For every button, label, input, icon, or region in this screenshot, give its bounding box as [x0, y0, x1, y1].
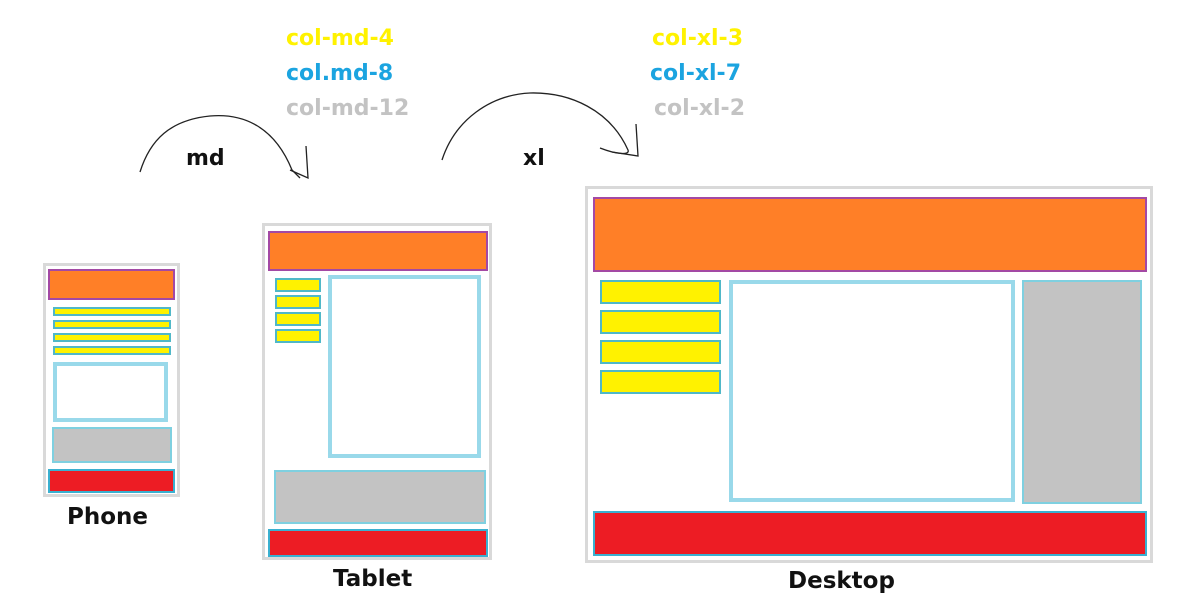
desktop-sidebar-block — [1022, 280, 1142, 504]
phone-label: Phone — [67, 504, 149, 530]
xl-curved-arrow-icon — [441, 92, 629, 161]
tablet-frame — [262, 223, 492, 560]
desktop-frame — [585, 186, 1153, 563]
tablet-footer-block — [268, 529, 488, 557]
tablet-label: Tablet — [333, 566, 413, 592]
desktop-nav-block — [600, 280, 721, 304]
phone-nav-block — [53, 346, 171, 355]
tablet-nav-block — [275, 295, 321, 309]
md-class-label-2: col.md-8 — [286, 61, 394, 86]
desktop-nav-block — [600, 310, 721, 334]
desktop-footer-block — [593, 511, 1147, 556]
desktop-label: Desktop — [788, 568, 895, 594]
desktop-main-block — [729, 280, 1015, 502]
phone-nav-block — [53, 320, 171, 329]
xl-arrow-head-icon — [611, 123, 639, 157]
tablet-main-block — [328, 275, 481, 458]
desktop-nav-block — [600, 370, 721, 394]
phone-frame — [43, 263, 180, 497]
phone-nav-block — [53, 307, 171, 316]
desktop-nav-block — [600, 340, 721, 364]
xl-class-label-3: col-xl-2 — [654, 96, 745, 121]
md-class-label-1: col-md-4 — [286, 26, 394, 51]
tablet-header-block — [268, 231, 488, 271]
xl-breakpoint-label: xl — [523, 146, 545, 171]
md-class-label-3: col-md-12 — [286, 96, 410, 121]
phone-header-block — [48, 269, 175, 300]
md-breakpoint-label: md — [186, 146, 225, 171]
desktop-header-block — [593, 197, 1147, 272]
xl-class-label-2: col-xl-7 — [650, 61, 741, 86]
xl-class-label-1: col-xl-3 — [652, 26, 743, 51]
tablet-nav-block — [275, 278, 321, 292]
md-curved-arrow-icon — [139, 114, 301, 179]
phone-nav-block — [53, 333, 171, 342]
phone-footer-block — [48, 469, 175, 493]
tablet-nav-block — [275, 312, 321, 326]
phone-sidebar-block — [52, 427, 172, 463]
tablet-nav-block — [275, 329, 321, 343]
md-arrow-head-icon — [289, 145, 309, 180]
tablet-sidebar-block — [274, 470, 486, 524]
phone-main-block — [53, 362, 168, 422]
